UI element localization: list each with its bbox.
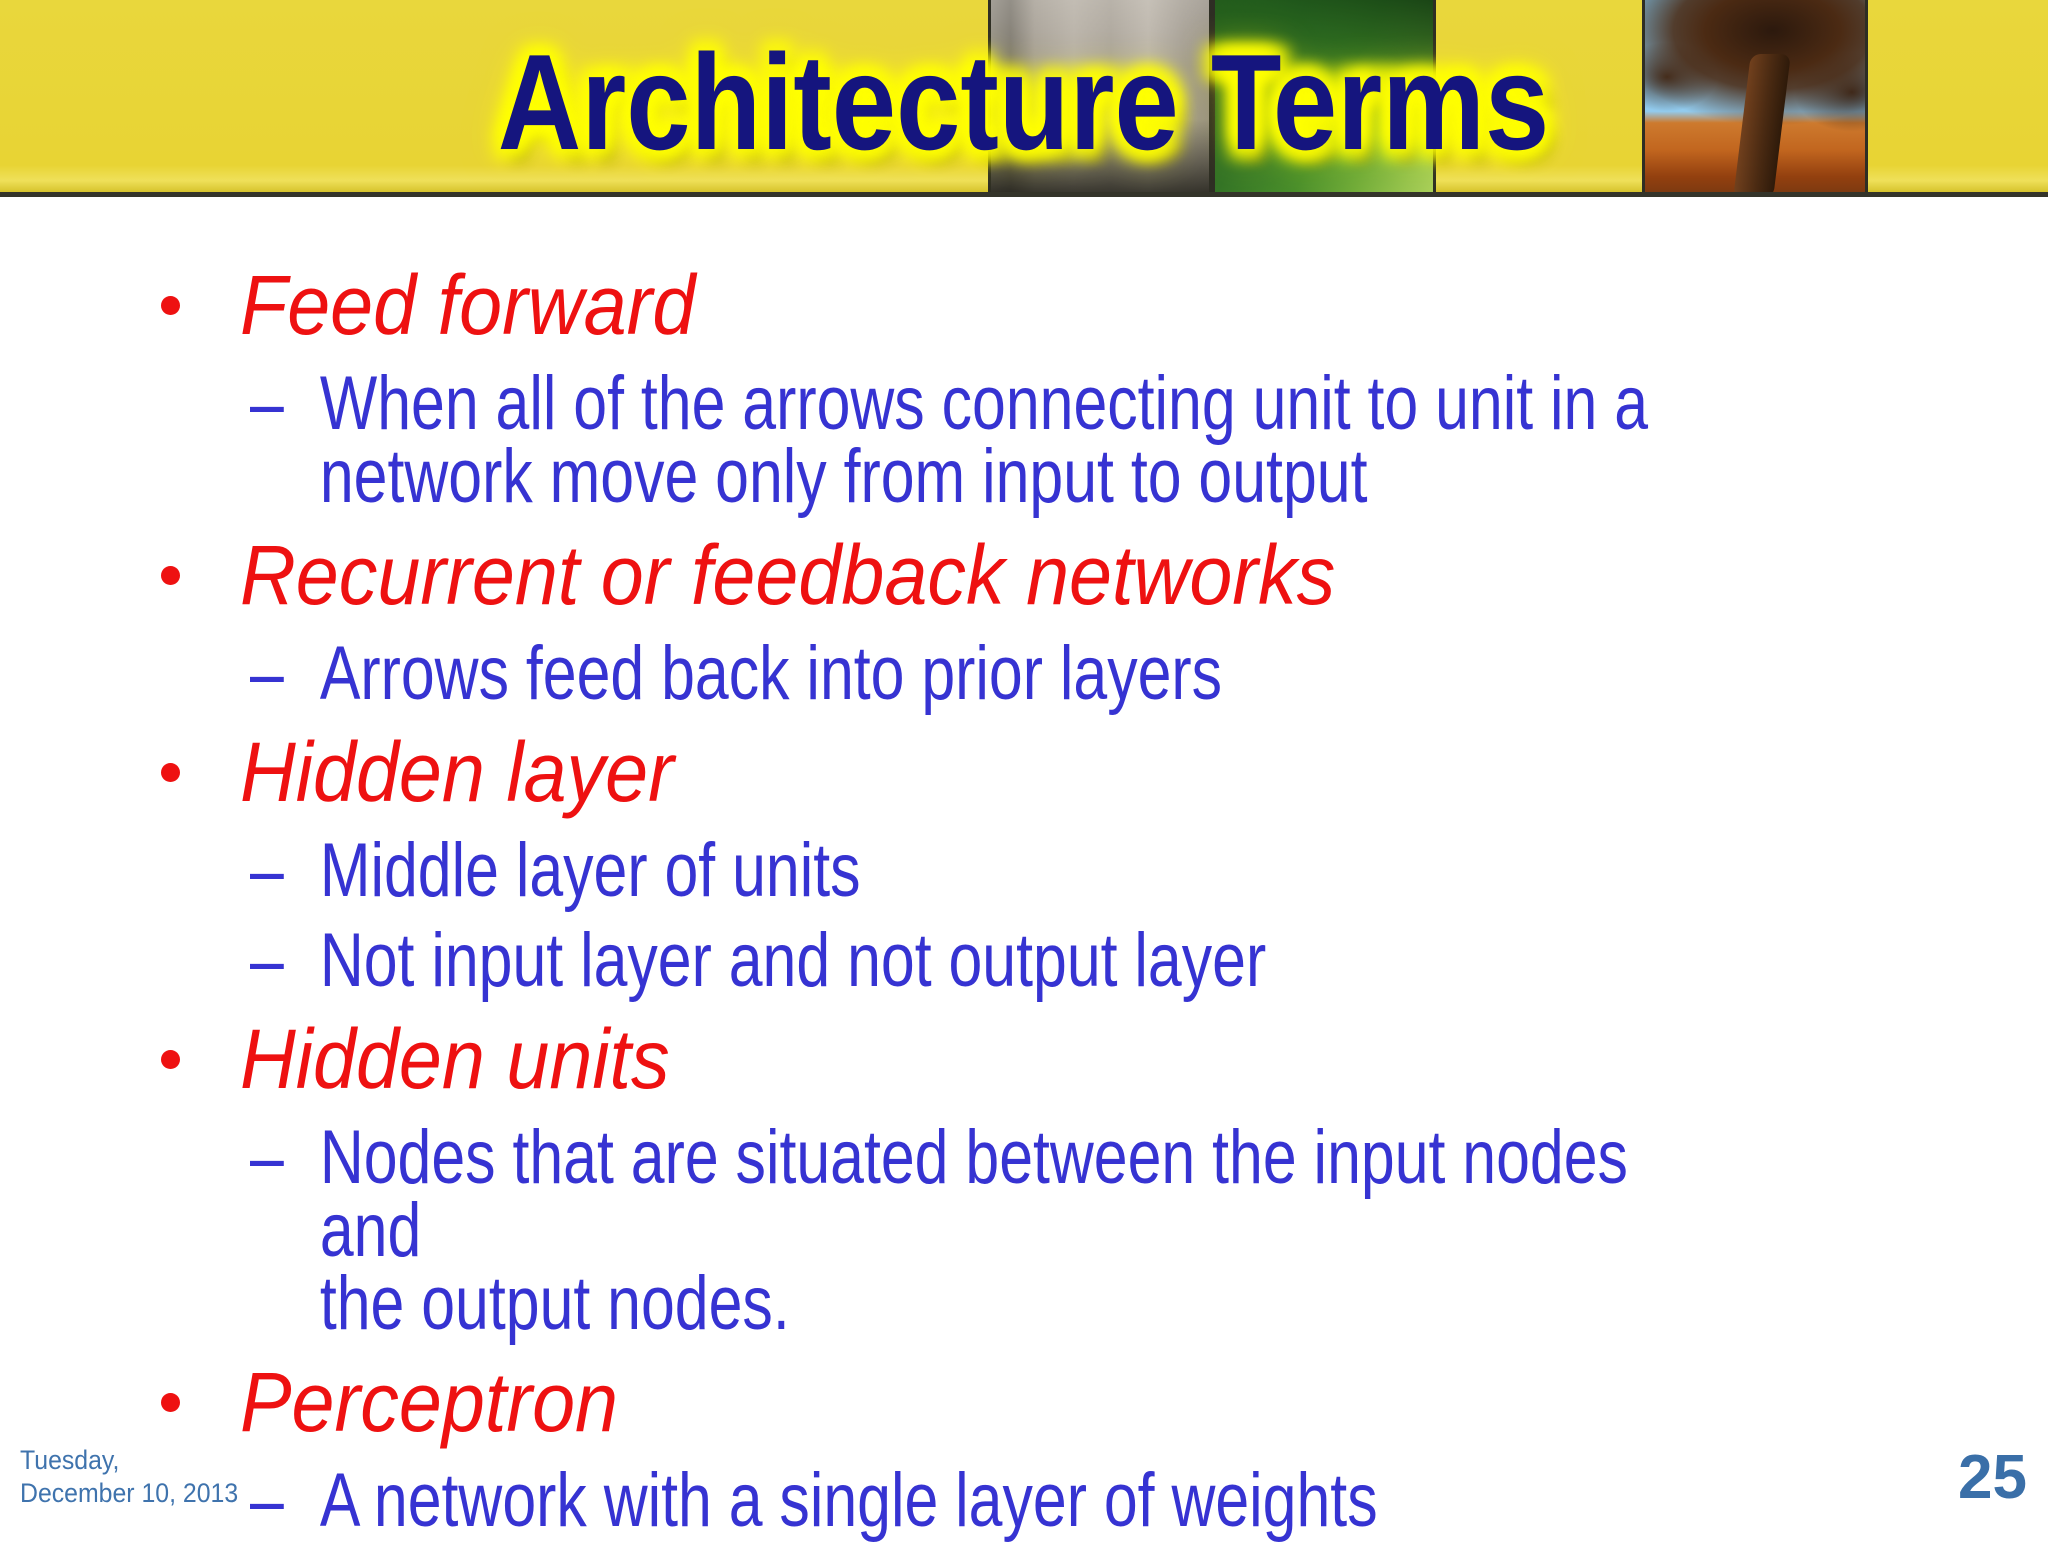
sub-bullet-text: A network with a single layer of weights <box>319 1458 1378 1543</box>
waterfall-photo <box>988 0 1212 192</box>
sub-bullet-text: Not input layer and not output layer <box>319 918 1267 1003</box>
dash-marker-icon: – <box>250 361 284 446</box>
sub-bullet: – Nodes that are situated between the in… <box>250 1115 2048 1346</box>
bullet-dot-icon <box>161 763 180 782</box>
sub-bullet: – Not input layer and not output layer <box>250 918 2048 1003</box>
bullet-dot-icon <box>161 296 180 315</box>
title-container: Architecture Terms <box>0 0 2048 192</box>
bullet-item-recurrent: Recurrent or feedback networks <box>0 530 2048 620</box>
dash-marker-icon: – <box>250 828 284 913</box>
bullet-item-hidden-layer: Hidden layer <box>0 727 2048 817</box>
sub-bullet: – Arrows feed back into prior layers <box>250 631 2048 716</box>
dash-marker-icon: – <box>250 918 284 1003</box>
sub-bullet: – Middle layer of units <box>250 828 2048 913</box>
sub-bullet-text: When all of the arrows connecting unit t… <box>319 361 1649 519</box>
bullet-dot-icon <box>161 1050 180 1069</box>
bullet-item-hidden-units: Hidden units <box>0 1014 2048 1104</box>
term-label: Perceptron <box>240 1355 619 1449</box>
term-label: Feed forward <box>240 258 696 352</box>
sub-bullet-text: Arrows feed back into prior layers <box>319 631 1223 716</box>
term-label: Hidden layer <box>240 725 674 819</box>
grass-photo <box>1212 0 1436 192</box>
bullet-list: Feed forward – When all of the arrows co… <box>0 260 2048 1554</box>
term-label: Hidden units <box>240 1012 670 1106</box>
bullet-item-feed-forward: Feed forward <box>0 260 2048 350</box>
bullet-item-perceptron: Perceptron <box>0 1357 2048 1447</box>
footer-date: Tuesday, December 10, 2013 <box>20 1445 239 1508</box>
desert-tree-photo <box>1642 0 1868 192</box>
bullet-dot-icon <box>161 1393 180 1412</box>
bullet-dot-icon <box>161 566 180 585</box>
sub-bullet-text: Nodes that are situated between the inpu… <box>319 1115 1628 1346</box>
sub-bullet: – When all of the arrows connecting unit… <box>250 361 2048 519</box>
sub-bullet-text: Middle layer of units <box>319 828 861 913</box>
term-label: Recurrent or feedback networks <box>240 528 1336 622</box>
header-band: Architecture Terms <box>0 0 2048 197</box>
sub-bullet: – A network with a single layer of weigh… <box>250 1458 2048 1543</box>
dash-marker-icon: – <box>250 1458 284 1543</box>
dash-marker-icon: – <box>250 631 284 716</box>
slide-title: Architecture Terms <box>498 26 1550 178</box>
dash-marker-icon: – <box>250 1115 284 1200</box>
page-number: 25 <box>1958 1443 2027 1512</box>
